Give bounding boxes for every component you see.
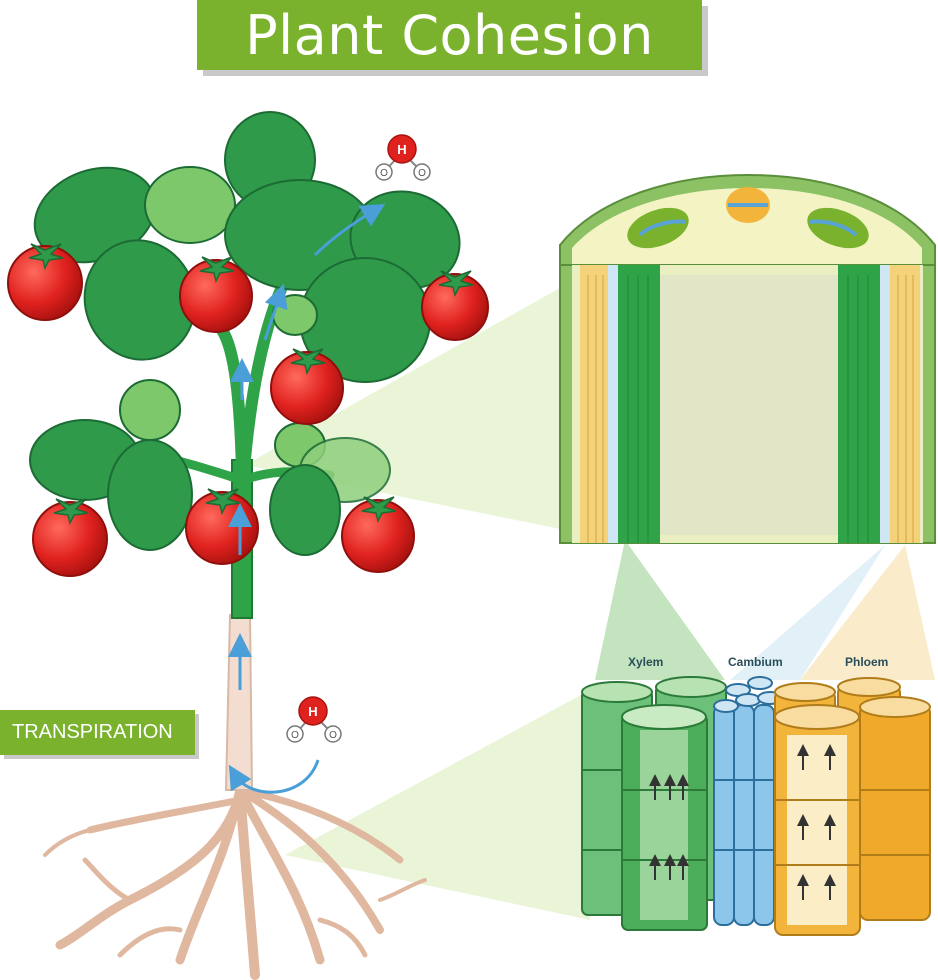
cambium-cells: [713, 676, 783, 926]
stem-cross-section: [559, 173, 936, 544]
tomatoes: [7, 245, 489, 577]
tomato-calyxes: [28, 243, 474, 526]
title-banner: Plant Cohesion: [197, 0, 702, 70]
zoom-cone-root: [285, 690, 590, 920]
oxygen-label-bottom-left: O: [291, 730, 299, 741]
transpiration-banner: TRANSPIRATION: [0, 710, 195, 755]
xylem-tubes: [581, 676, 727, 931]
cambium-label: Cambium: [728, 655, 783, 669]
water-molecule-top: H O O: [375, 134, 431, 181]
oxygen-label-bottom-right: O: [329, 730, 337, 741]
zoom-cone-phloem: [800, 545, 935, 680]
roots: [43, 785, 427, 980]
phloem-label: Phloem: [845, 655, 889, 669]
water-flow-arrows: [228, 203, 386, 794]
hydrogen-label-top: H: [397, 142, 406, 157]
hydrogen-label-bottom: H: [308, 704, 317, 719]
transpiration-label: TRANSPIRATION: [12, 721, 173, 743]
zoom-cone-xylem: [595, 540, 725, 680]
xylem-label: Xylem: [628, 655, 664, 669]
oxygen-label-top-left: O: [380, 168, 388, 179]
phloem-tubes: [774, 677, 931, 936]
xylem-flow-arrows: [649, 774, 689, 880]
water-molecule-bottom: H O O: [286, 696, 342, 743]
leaves: [29, 111, 461, 556]
page-title: Plant Cohesion: [245, 3, 654, 67]
phloem-flow-arrows: [797, 744, 836, 900]
zoom-cone-cambium: [730, 545, 885, 680]
oxygen-label-top-right: O: [418, 168, 426, 179]
